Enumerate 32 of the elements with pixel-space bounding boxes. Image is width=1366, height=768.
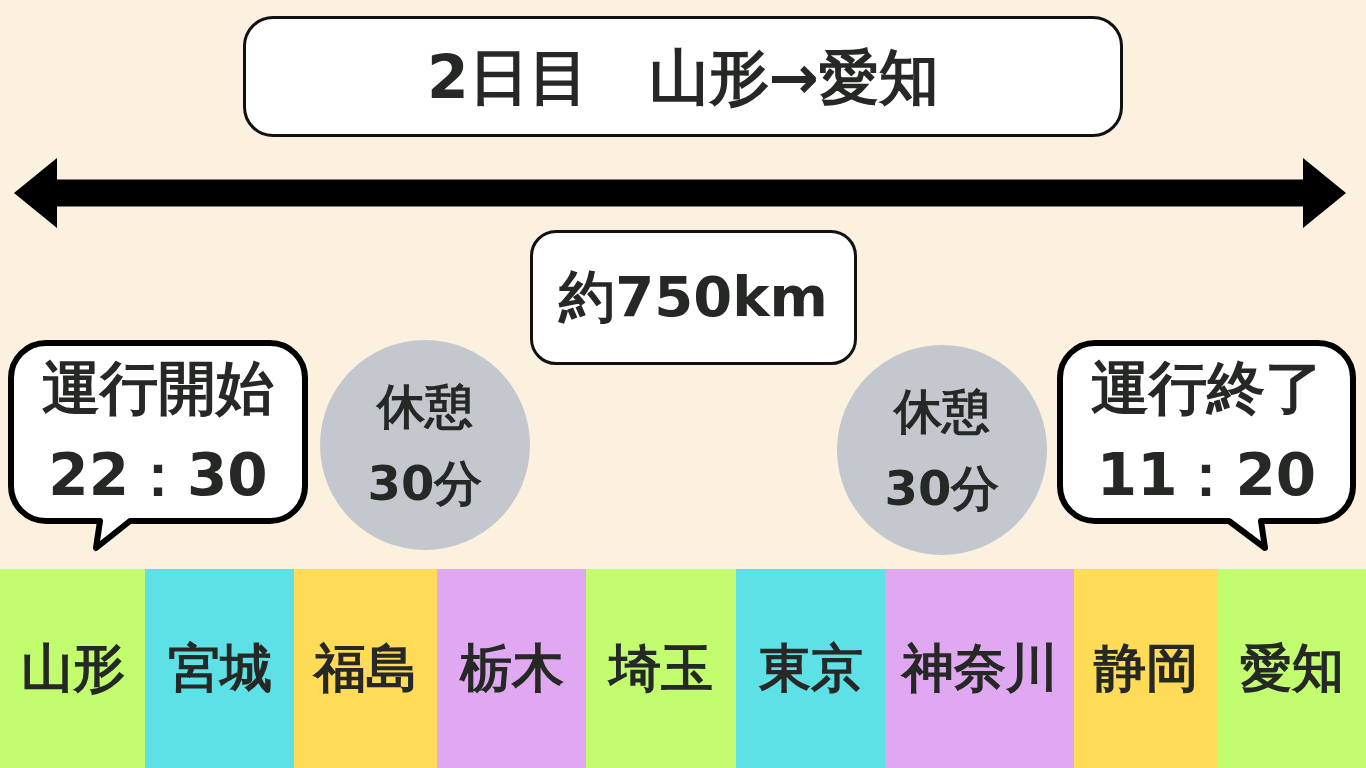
prefecture-block [586,569,736,768]
prefecture-name: 東京 [758,636,863,700]
prefecture-block [885,569,1074,768]
speech-bubble [8,340,308,552]
prefecture-block [437,569,586,768]
duration-label: 30分 [884,459,1000,518]
speech-bubble [1057,340,1356,552]
rest-label: 休憩 [894,382,990,442]
prefecture-name: 栃木 [459,636,564,700]
prefecture-name: 神奈川 [901,636,1058,700]
prefecture-name: 山形 [20,636,125,700]
prefecture-name: 福島 [313,636,418,700]
prefecture-block [1218,569,1366,768]
prefecture-name: 愛知 [1240,636,1344,700]
prefecture-block [736,569,885,768]
rest-label: 休憩 [377,377,473,437]
distance-label: 約750km [559,263,828,332]
prefecture-block [1074,569,1218,768]
prefecture-name: 静岡 [1094,636,1198,700]
distance-box [530,230,857,365]
time-label: 22：30 [48,440,268,511]
duration-label: 30分 [367,454,483,513]
title-text: 2日目 山形→愛知 [427,40,939,113]
status-heading: 運行終了 [1090,353,1323,424]
time-label: 11：20 [1096,440,1317,511]
prefecture-name: 埼玉 [609,636,713,700]
prefecture-block [0,569,145,768]
prefecture-block [294,569,437,768]
status-heading: 運行開始 [42,353,274,424]
prefecture-name: 宮城 [167,636,272,700]
dimension-line [14,158,1346,228]
prefecture-block [145,569,294,768]
